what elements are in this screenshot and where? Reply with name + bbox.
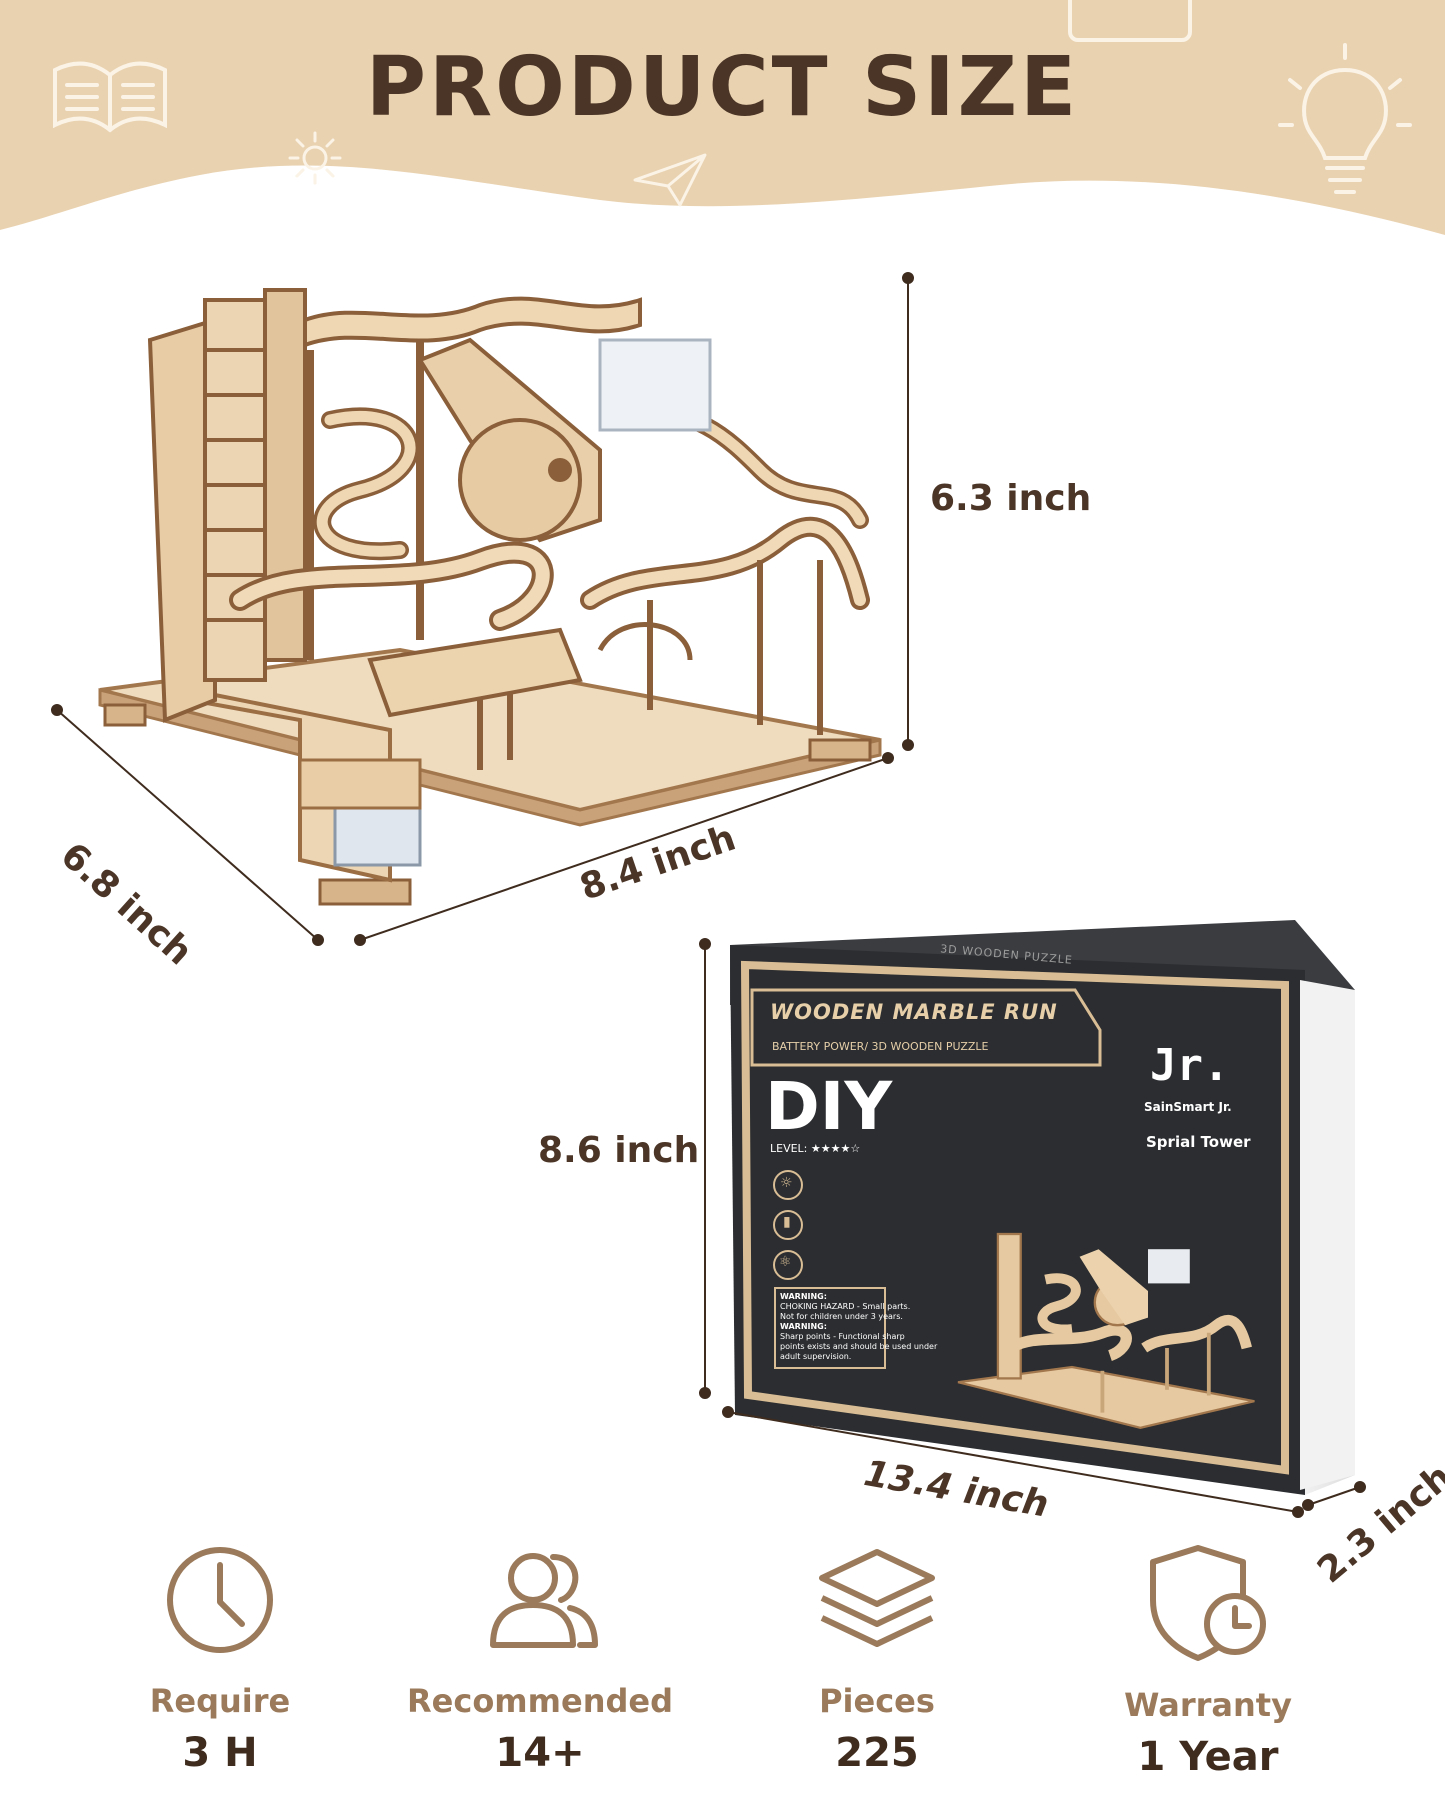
box-height-label: 8.6 inch	[538, 1130, 700, 1171]
header-banner: PRODUCT SIZE	[0, 0, 1445, 260]
feature-value: 14+	[495, 1730, 585, 1776]
book-icon	[53, 61, 167, 133]
feature-value: 225	[835, 1730, 919, 1776]
header-wave	[0, 0, 1445, 235]
feature-label: Pieces	[819, 1682, 935, 1720]
battery-icon: ▮	[783, 1214, 791, 1230]
marble-run-model	[98, 288, 882, 906]
feature-recommended: Recommended 14+	[390, 1540, 690, 1776]
layers-icon	[819, 1549, 935, 1647]
lightbulb-icon	[1278, 43, 1412, 194]
bag-doodle-icon	[1068, 0, 1192, 42]
model-dimension-lines	[51, 272, 914, 946]
brand-logo: Jr.	[1150, 1040, 1230, 1091]
box-dimension-lines	[699, 938, 1366, 1518]
box-brand: SainSmart Jr.	[1144, 1100, 1232, 1114]
box-level-label: LEVEL:	[770, 1142, 808, 1155]
feature-require: Require 3 H	[70, 1540, 370, 1776]
feature-warranty: Warranty 1 Year	[1058, 1540, 1358, 1780]
feature-value: 1 Year	[1137, 1734, 1279, 1780]
page-title: PRODUCT SIZE	[365, 40, 1080, 135]
users-icon	[490, 1553, 598, 1648]
bulb-small-icon: ☼	[780, 1175, 793, 1191]
feature-label: Recommended	[407, 1682, 673, 1720]
clock-icon	[167, 1547, 273, 1653]
box-model-name: Sprial Tower	[1146, 1133, 1251, 1151]
feature-value: 3 H	[182, 1730, 258, 1776]
atom-icon: ⚛	[779, 1254, 792, 1270]
feature-label: Warranty	[1124, 1686, 1292, 1724]
box-level-stars: ★★★★☆	[810, 1142, 861, 1155]
model-height-label: 6.3 inch	[930, 478, 1092, 519]
shield-clock-icon	[1150, 1545, 1266, 1661]
box-product-name: WOODEN MARBLE RUN	[770, 1000, 1058, 1024]
box-diy-text: DIY	[765, 1068, 893, 1145]
box-subtitle: BATTERY POWER/ 3D WOODEN PUZZLE	[772, 1040, 989, 1053]
product-box	[730, 920, 1355, 1495]
feature-label: Require	[149, 1682, 291, 1720]
feature-pieces: Pieces 225	[727, 1540, 1027, 1776]
box-warning: WARNING: CHOKING HAZARD - Small parts. N…	[780, 1292, 938, 1361]
sun-icon	[288, 131, 342, 185]
paper-plane-icon	[633, 153, 707, 207]
